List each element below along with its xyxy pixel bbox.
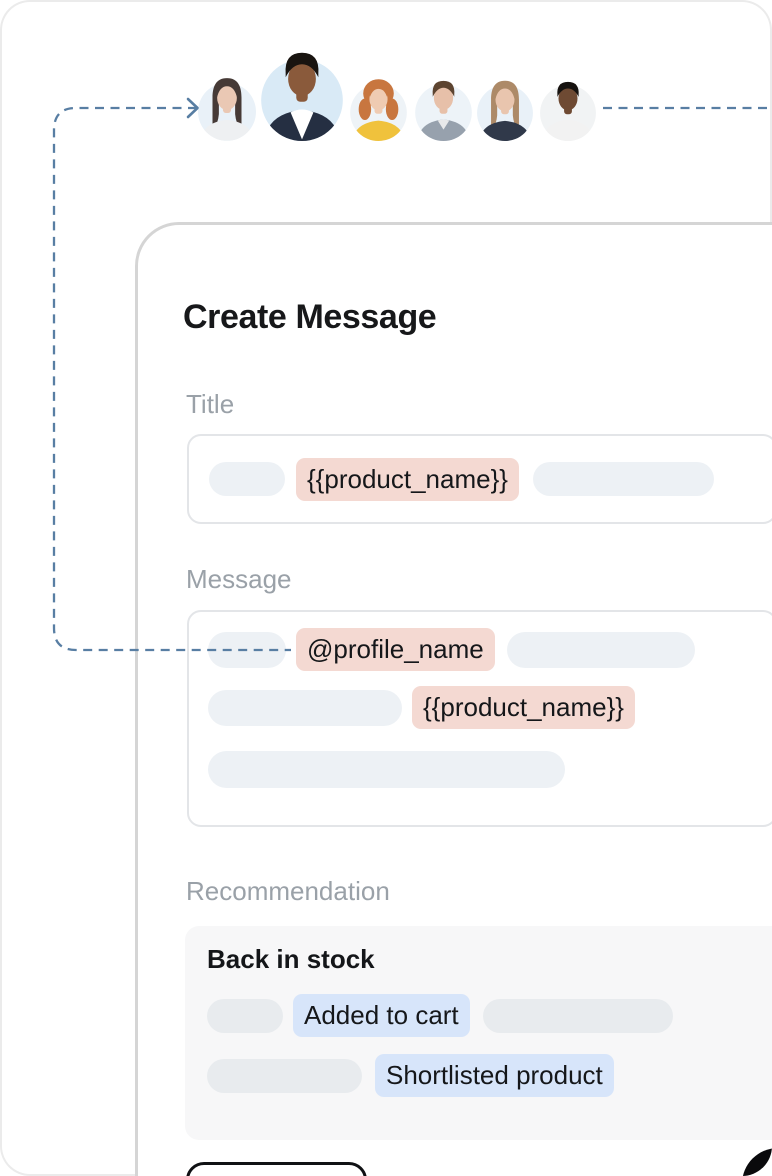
text-placeholder-pill (209, 462, 285, 496)
shortlisted-product-token[interactable]: Shortlisted product (375, 1054, 614, 1097)
title-input[interactable]: {{product_name}} (187, 434, 772, 524)
product-name-token[interactable]: {{product_name}} (412, 686, 635, 729)
avatar-user-6 (540, 74, 596, 141)
save-button[interactable] (186, 1162, 367, 1176)
recommendation-line-2: Shortlisted product (207, 1054, 772, 1097)
message-textarea[interactable]: @profile_name {{product_name}} (187, 610, 772, 827)
avatar-man-navy-suit-icon (261, 52, 343, 141)
recommendation-line-1: Added to cart (207, 994, 772, 1037)
recommendation-panel: Back in stock Added to cart Shortlisted … (185, 926, 772, 1140)
avatar-woman-light-brown-hair-icon (477, 80, 533, 141)
flow-arrowhead-icon (186, 97, 199, 119)
avatar-user-selected[interactable] (261, 43, 343, 141)
avatar-man-white-tshirt-icon (540, 81, 596, 141)
text-placeholder-pill (506, 631, 695, 668)
avatar-user-4 (415, 73, 472, 141)
avatar-user-5 (477, 74, 533, 141)
avatar-woman-curly-red-hair-icon (350, 79, 407, 141)
message-line-2: {{product_name}} (208, 686, 772, 729)
avatar-woman-dark-hair-icon (198, 78, 256, 141)
text-placeholder-pill (208, 631, 286, 668)
avatar-man-gray-shirt-icon (415, 80, 472, 141)
product-name-token[interactable]: {{product_name}} (296, 457, 519, 501)
text-placeholder-pill (208, 751, 565, 788)
recommendation-field-label: Recommendation (186, 876, 390, 906)
text-placeholder-pill (532, 462, 714, 496)
page-title: Create Message (183, 297, 437, 336)
profile-name-token[interactable]: @profile_name (296, 628, 495, 671)
recommendation-card-title: Back in stock (207, 944, 375, 974)
message-line-1: @profile_name (208, 628, 772, 671)
added-to-cart-token[interactable]: Added to cart (293, 994, 470, 1037)
text-placeholder-pill (208, 689, 402, 726)
message-line-3 (208, 748, 772, 791)
text-placeholder-pill (482, 998, 673, 1033)
avatar-user-1 (198, 71, 256, 141)
title-field-label: Title (186, 389, 235, 419)
text-placeholder-pill (207, 1058, 362, 1093)
avatar-user-3 (350, 73, 407, 141)
message-field-label: Message (186, 564, 292, 594)
text-placeholder-pill (207, 998, 283, 1033)
